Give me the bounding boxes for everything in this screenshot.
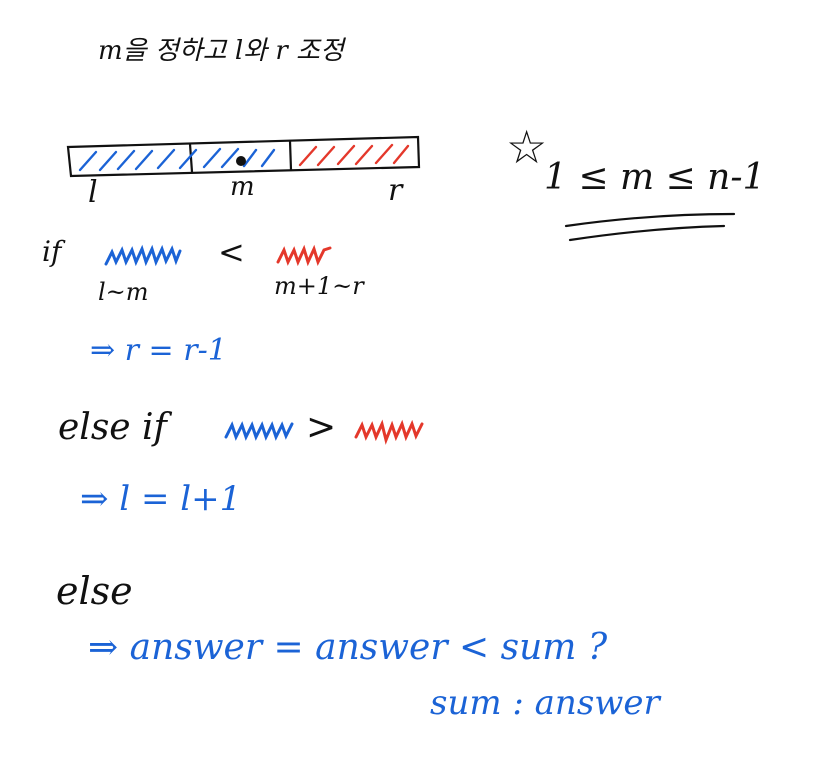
- constraint-text: 1 ≤ m ≤ n-1: [544, 157, 766, 198]
- elseif-red-scribble: [354, 419, 424, 445]
- if-right-range: m+1~r: [274, 272, 364, 300]
- else-action-line1: ⇒ answer = answer < sum ?: [88, 627, 608, 668]
- array-label-left: l: [88, 175, 98, 210]
- elseif-blue-scribble: [224, 421, 294, 441]
- if-keyword: if: [42, 235, 62, 268]
- title-note: m을 정하고 l와 r 조정: [98, 36, 344, 66]
- else-action-line2: sum : answer: [430, 683, 660, 723]
- if-red-scribble: [276, 244, 332, 267]
- elseif-operator: >: [306, 407, 337, 448]
- if-action: ⇒ r = r-1: [90, 333, 227, 368]
- elseif-action: ⇒ l = l+1: [80, 479, 242, 519]
- array-label-mid: m: [230, 172, 255, 202]
- array-box: [66, 135, 421, 178]
- red-hatch: [298, 143, 410, 167]
- elseif-keyword: else if: [58, 407, 167, 448]
- else-keyword: else: [56, 569, 133, 613]
- if-left-range: l~m: [98, 278, 149, 306]
- star-icon: ☆: [506, 120, 548, 174]
- array-label-right: r: [388, 173, 403, 208]
- mid-marker: [236, 156, 246, 166]
- if-blue-scribble: [104, 244, 182, 267]
- if-operator: <: [218, 233, 245, 271]
- constraint-underline: [564, 212, 736, 242]
- blue-hatch: [78, 147, 276, 172]
